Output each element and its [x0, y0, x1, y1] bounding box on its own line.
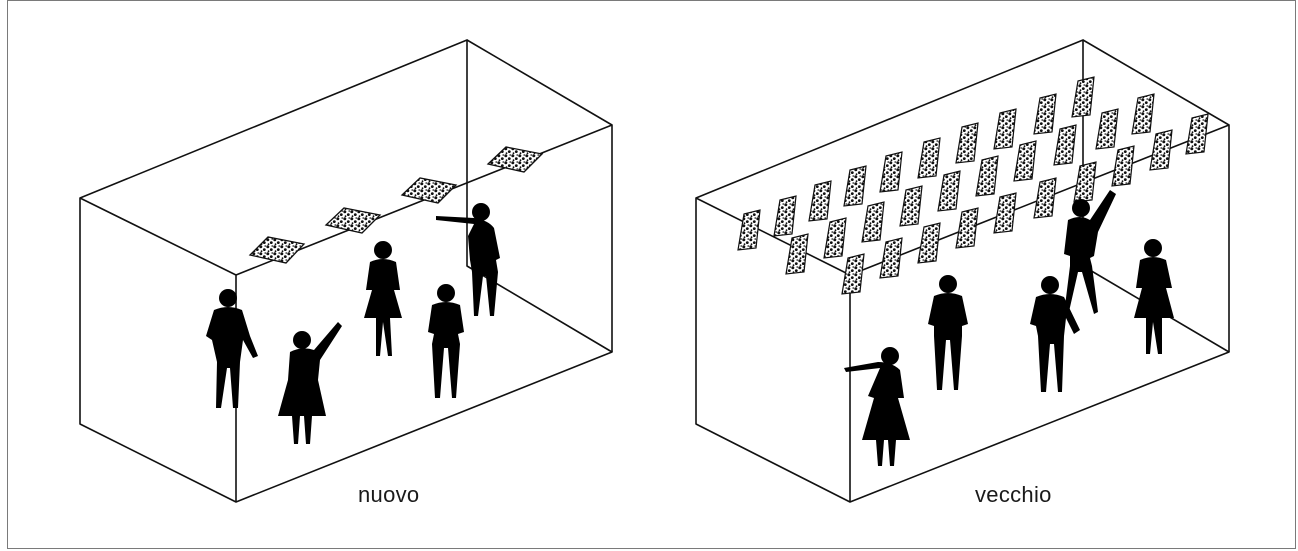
caption-vecchio: vecchio	[975, 482, 1052, 507]
room-left	[79, 39, 613, 503]
ceiling-tiles-left	[248, 146, 544, 264]
ceiling-tiles-right	[737, 76, 1209, 295]
figure-frame	[7, 0, 1296, 549]
silhouettes	[206, 190, 1174, 466]
caption-nuovo: nuovo	[358, 482, 420, 507]
